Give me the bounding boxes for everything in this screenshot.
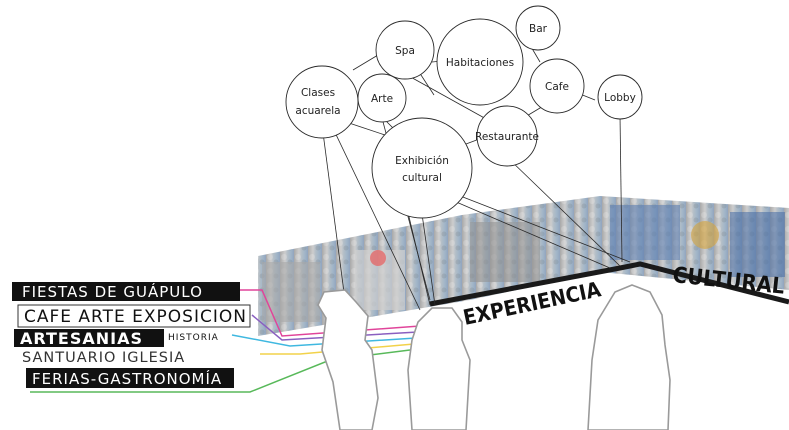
bubble-lobby — [597, 74, 643, 120]
label-historia: HISTORIA — [168, 333, 219, 343]
bubble-restaurante-label: Restaurante — [475, 131, 539, 143]
bubble-restaurante — [476, 105, 538, 167]
label-cafe-arte: CAFE ARTE EXPOSICION — [24, 307, 247, 327]
bubble-clases-label-line2: acuarela — [295, 105, 340, 117]
label-ferias: FERIAS-GASTRONOMÍA — [32, 369, 222, 388]
theme-labels: FIESTAS DE GUÁPULO CAFE ARTE EXPOSICION … — [12, 282, 251, 388]
bubble-habitaciones — [436, 18, 524, 106]
bubble-lobby-label: Lobby — [604, 92, 636, 104]
visitor-silhouette-left — [317, 289, 379, 430]
bubble-clases-acuarela — [285, 65, 359, 139]
mural-face-icon — [691, 221, 719, 249]
visitor-silhouette-right — [587, 284, 671, 430]
leader-lines — [321, 114, 631, 311]
label-fiestas: FIESTAS DE GUÁPULO — [22, 282, 203, 301]
label-artesanias: ARTESANIAS — [20, 329, 143, 348]
bubble-exhibicion-cultural — [371, 117, 473, 219]
visitor-silhouettes — [317, 284, 671, 430]
bubble-spa — [375, 20, 435, 80]
banner-underline — [429, 261, 789, 307]
bubble-exhibicion-label-line2: cultural — [402, 172, 442, 184]
bubble-bar — [515, 5, 561, 51]
visitor-silhouette-center — [407, 307, 471, 430]
photo-parade — [262, 262, 320, 322]
bubble-exhibicion-label-line1: Exhibición — [395, 155, 449, 167]
bubble-cafe — [529, 58, 585, 114]
bubble-habitaciones-label: Habitaciones — [446, 57, 514, 69]
bubble-spa-label: Spa — [395, 45, 415, 57]
bubble-cafe-label: Cafe — [545, 81, 569, 93]
bubble-arte — [357, 73, 407, 123]
bubble-arte-label: Arte — [371, 93, 393, 105]
label-santuario: SANTUARIO IGLESIA — [22, 350, 185, 366]
photo-mural — [610, 205, 680, 260]
bubble-bar-label: Bar — [529, 23, 548, 35]
bubble-clases-label-line1: Clases — [301, 87, 335, 99]
clown-hat-icon — [370, 250, 386, 266]
photo-mural-2 — [730, 212, 785, 277]
photo-street — [470, 222, 540, 282]
